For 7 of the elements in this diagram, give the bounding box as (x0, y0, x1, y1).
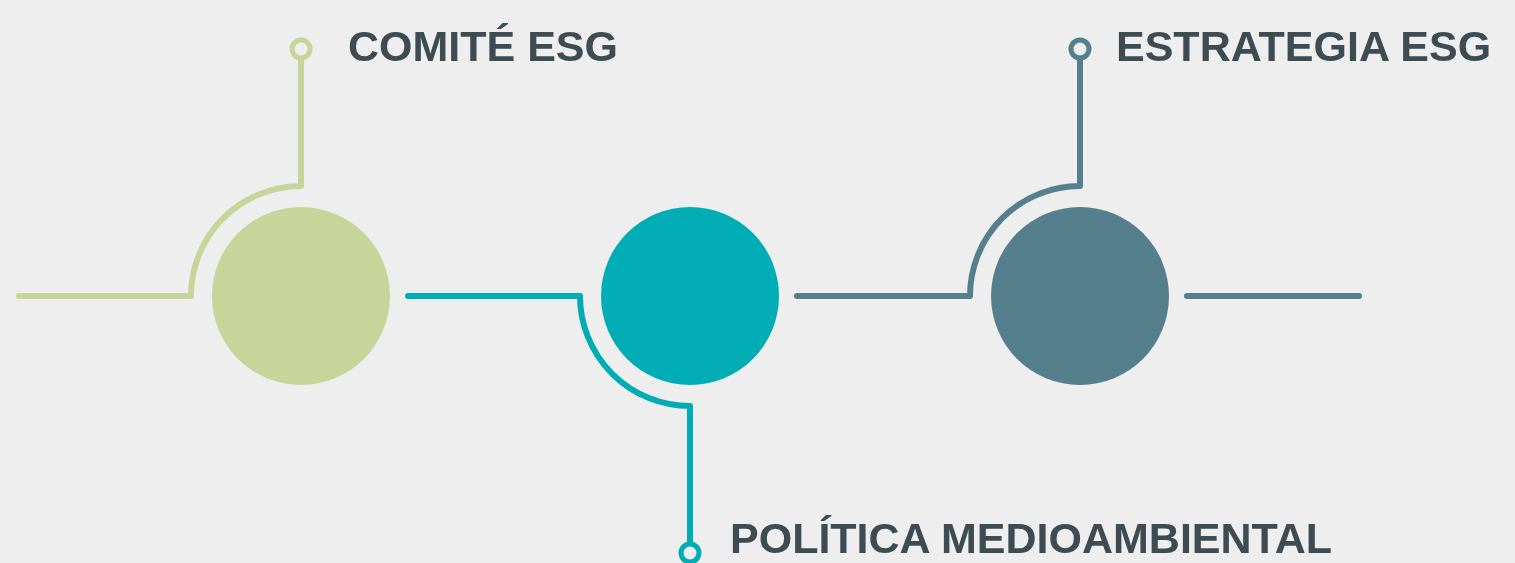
milestone-title: COMITÉ ESG (348, 20, 618, 72)
leader-line (577, 293, 702, 563)
connector-line (1184, 293, 1362, 299)
milestone-title: ESTRATEGIA ESG (1116, 20, 1492, 72)
leader-line (967, 37, 1092, 299)
milestone-title: POLÍTICA MEDIOAMBIENTAL (730, 512, 1332, 563)
leader-line (188, 37, 313, 299)
